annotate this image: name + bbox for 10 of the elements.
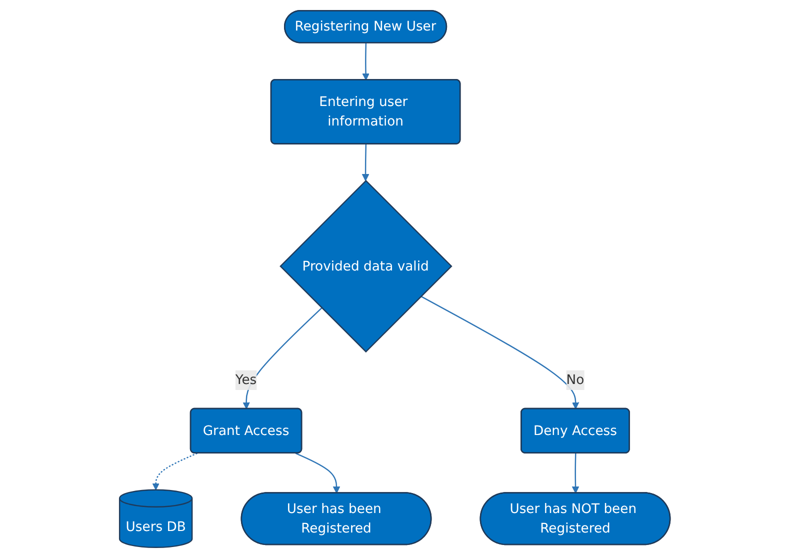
- arrow: [242, 308, 322, 410]
- arrow: [296, 452, 340, 494]
- edge-label: Yes: [236, 372, 257, 388]
- edge-label: No: [566, 372, 584, 388]
- arrow: [362, 43, 370, 80]
- arrow: [420, 296, 580, 410]
- arrow: [152, 452, 198, 490]
- arrow: [362, 144, 370, 182]
- node-diamond: Provided data valid: [280, 180, 452, 353]
- arrow: [572, 453, 580, 494]
